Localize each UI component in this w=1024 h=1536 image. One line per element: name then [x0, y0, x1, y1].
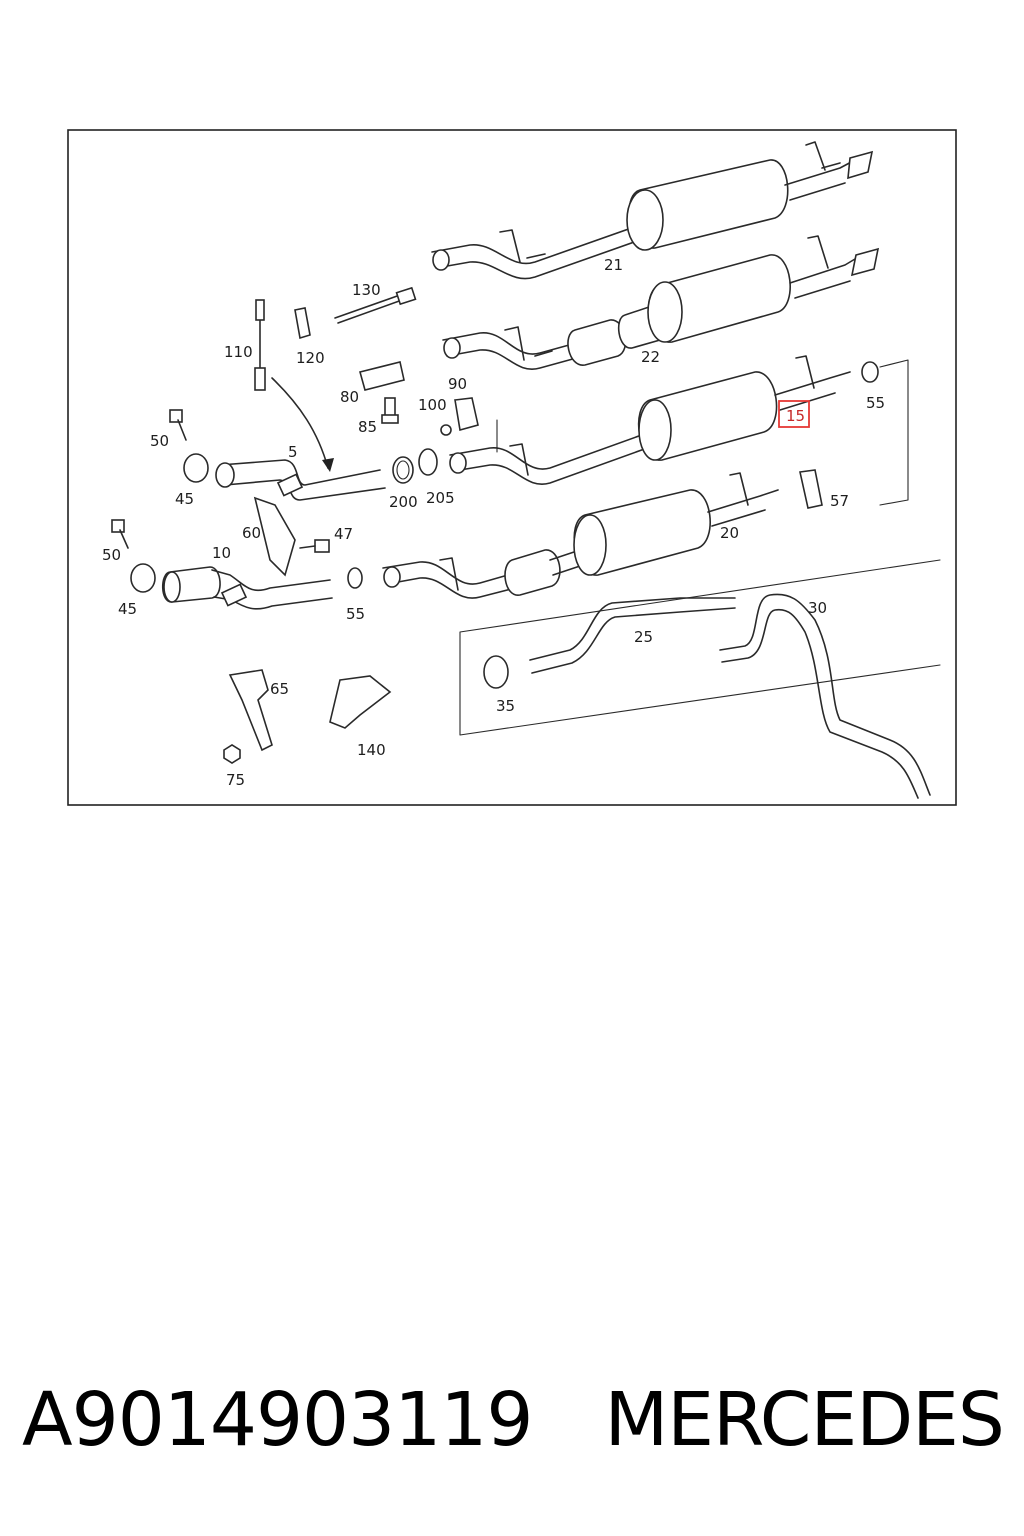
part-130-cable-tie	[334, 294, 403, 324]
part-57-hanger	[799, 469, 823, 509]
part-205-clamp	[418, 448, 438, 476]
part-5-front-pipe	[215, 459, 386, 501]
label-205: 205	[426, 489, 455, 507]
label-200: 200	[389, 493, 418, 511]
label-55-upper: 55	[866, 394, 885, 412]
part-120-bracket	[294, 307, 311, 340]
exhaust-parts-diagram: 21 22 20 130 110 120 80 85 90 100 55 50 …	[67, 129, 957, 806]
label-65: 65	[270, 680, 289, 698]
label-55-lower: 55	[346, 605, 365, 623]
part-35-clamp	[483, 655, 509, 689]
label-15: 15	[786, 407, 805, 425]
label-80: 80	[340, 388, 359, 406]
label-21: 21	[604, 256, 623, 274]
part-80-plate	[359, 361, 405, 391]
label-50-lower: 50	[102, 546, 121, 564]
label-35: 35	[496, 697, 515, 715]
label-45-upper: 45	[175, 490, 194, 508]
part-47-bolt	[299, 539, 330, 553]
part-60-bracket	[253, 496, 296, 577]
label-22: 22	[641, 348, 660, 366]
label-75: 75	[226, 771, 245, 789]
highlight-box-15	[778, 400, 810, 428]
label-45-lower: 45	[118, 600, 137, 618]
part-55-clamp-lower	[347, 567, 363, 589]
part-15-rear-muffler	[449, 355, 851, 485]
label-110: 110	[224, 343, 253, 361]
part-140-bracket	[329, 675, 392, 729]
label-20: 20	[720, 524, 739, 542]
label-120: 120	[296, 349, 325, 367]
label-85: 85	[358, 418, 377, 436]
group-bracket-lower	[459, 559, 941, 736]
label-47: 47	[334, 525, 353, 543]
label-90: 90	[448, 375, 467, 393]
arrow-head	[322, 458, 334, 472]
pointer-arrow	[271, 377, 329, 469]
group-bracket-right	[879, 359, 909, 506]
brand-name: MERCEDES	[604, 1377, 1004, 1463]
label-10: 10	[212, 544, 231, 562]
diagram-canvas: 21 22 20 130 110 120 80 85 90 100 55 50 …	[67, 129, 957, 806]
part-30-tail-pipe	[719, 593, 931, 796]
part-110-oxygen-sensor	[254, 299, 266, 391]
part-45-clamp-upper	[183, 453, 209, 483]
part-100-nut	[440, 424, 452, 436]
part-50-bolt-lower	[111, 519, 129, 549]
part-21-muffler	[431, 141, 874, 280]
label-57: 57	[830, 492, 849, 510]
part-10-front-pipe-cat	[161, 566, 333, 610]
part-85-bolt	[381, 397, 399, 424]
part-25-pipe	[529, 597, 736, 661]
label-140: 140	[357, 741, 386, 759]
part-22-muffler-with-cat	[442, 235, 880, 370]
caption: A9014903119 MERCEDES	[22, 1370, 1012, 1470]
label-130: 130	[352, 281, 381, 299]
label-5: 5	[288, 443, 298, 461]
label-30: 30	[808, 599, 827, 617]
diagram-border	[67, 129, 957, 806]
label-100: 100	[418, 396, 447, 414]
part-75-nut	[223, 744, 241, 764]
part-50-bolt-upper	[169, 409, 187, 441]
part-55-clamp-upper	[861, 361, 879, 383]
part-65-bracket	[228, 669, 273, 752]
part-200-seal-ring	[392, 456, 414, 484]
label-50-upper: 50	[150, 432, 169, 450]
part-number: A9014903119	[22, 1377, 533, 1463]
part-20-muffler-with-cat	[382, 472, 779, 599]
label-60: 60	[242, 524, 261, 542]
label-25: 25	[634, 628, 653, 646]
part-45-clamp-lower	[130, 563, 156, 593]
part-90-hanger	[454, 397, 479, 432]
